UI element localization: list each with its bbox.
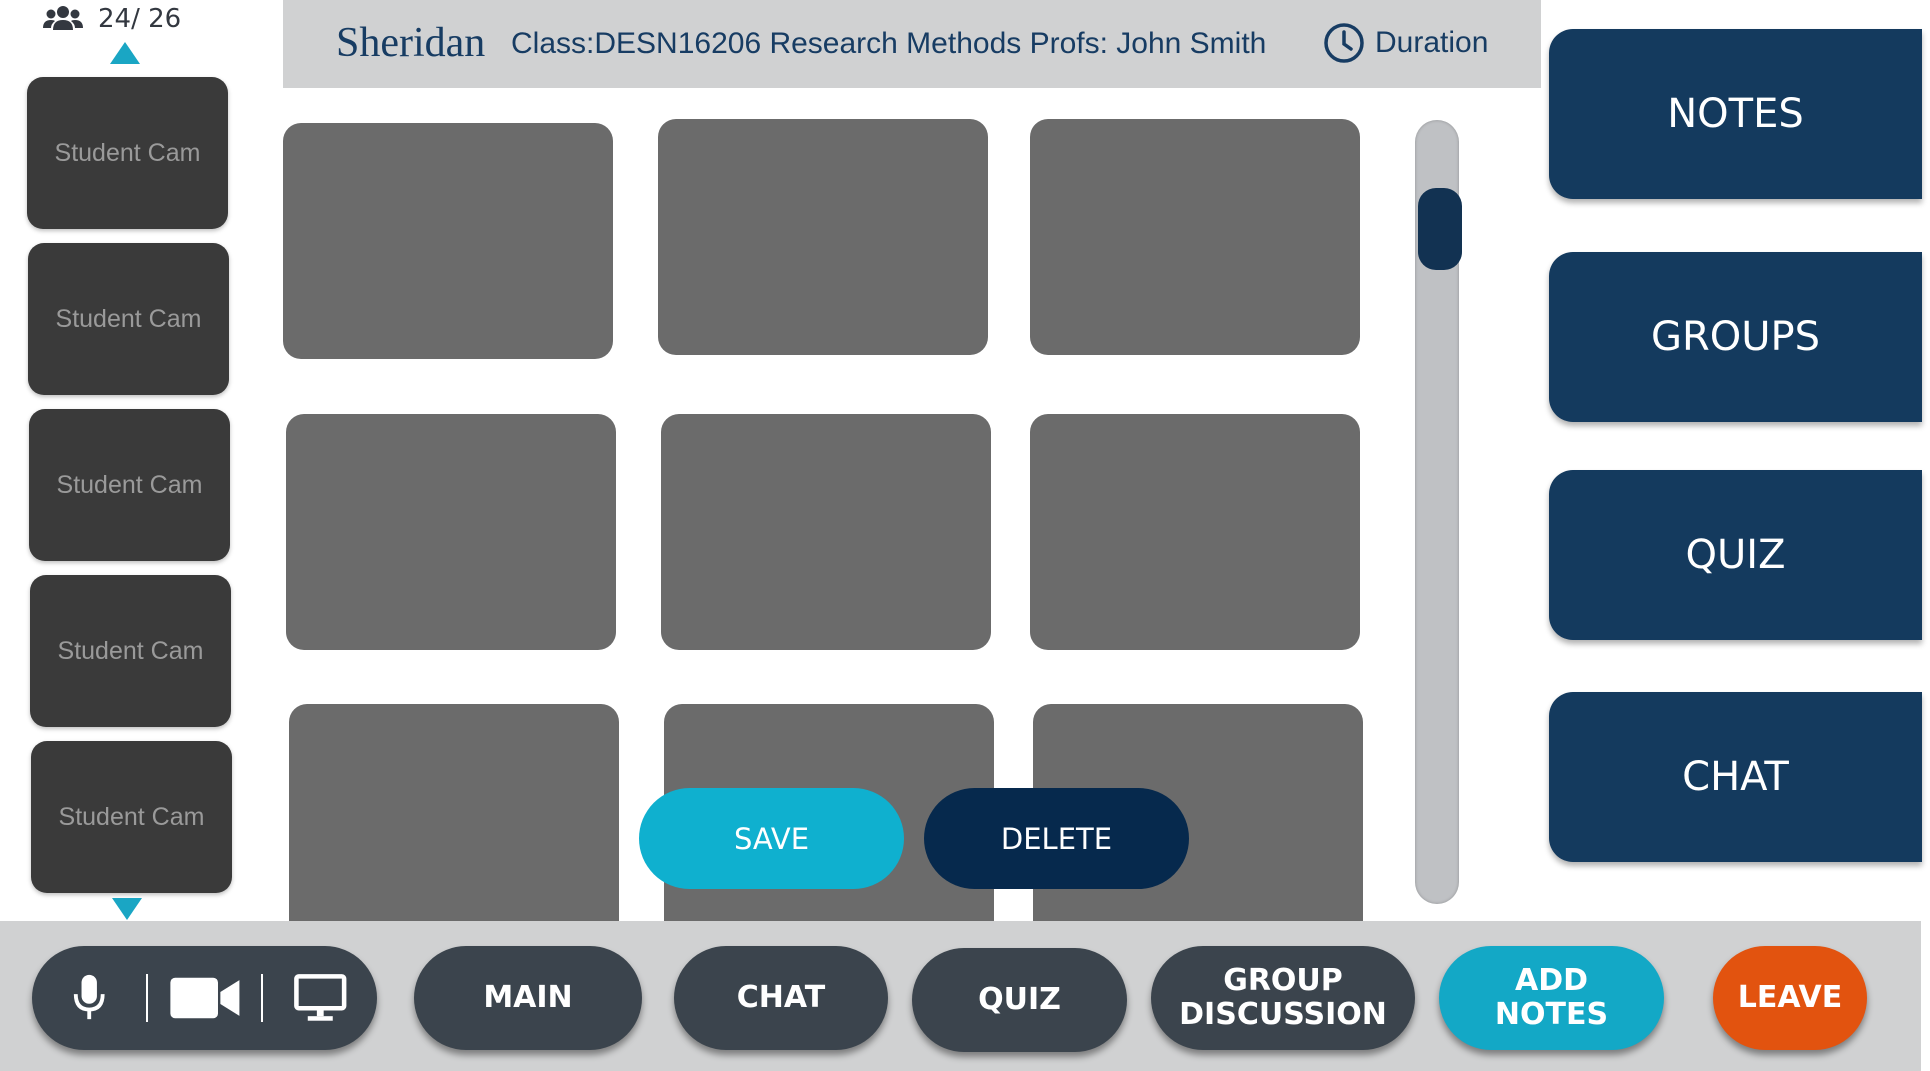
group-discussion-button[interactable]: GROUP DISCUSSION [1151, 946, 1415, 1050]
student-cam-tile[interactable]: Student Cam [31, 741, 232, 893]
quiz-button[interactable]: QUIZ [1549, 470, 1922, 640]
divider [261, 974, 264, 1022]
class-info: Class:DESN16206 Research Methods Profs: … [511, 27, 1267, 60]
video-tile[interactable] [1030, 119, 1360, 355]
microphone-icon [73, 974, 105, 1020]
add-notes-label-line2: NOTES [1494, 997, 1609, 1032]
screen-share-button[interactable] [263, 946, 377, 1050]
participant-counter: 24/ 26 [42, 2, 181, 36]
screen-share-icon [294, 974, 347, 1021]
clock-icon [1324, 23, 1364, 63]
video-tile[interactable] [286, 414, 616, 650]
class-header: Sheridan Class:DESN16206 Research Method… [283, 0, 1541, 88]
participant-count: 24/ 26 [98, 4, 182, 34]
scrollbar-thumb[interactable] [1418, 188, 1462, 270]
add-notes-button[interactable]: ADD NOTES [1439, 946, 1664, 1050]
people-icon [43, 6, 83, 30]
video-tile[interactable] [283, 123, 613, 359]
video-tile[interactable] [1030, 414, 1360, 650]
group-discussion-label-line1: GROUP [1223, 962, 1343, 998]
leave-button[interactable]: LEAVE [1713, 946, 1867, 1050]
scroll-up-icon[interactable] [110, 42, 140, 64]
video-tile[interactable] [661, 414, 991, 650]
student-cam-tile[interactable]: Student Cam [28, 243, 229, 395]
scroll-down-icon[interactable] [112, 898, 142, 920]
save-button[interactable]: SAVE [639, 788, 904, 889]
chat-button[interactable]: CHAT [674, 946, 888, 1050]
brand-logo: Sheridan [336, 20, 486, 66]
delete-button[interactable]: DELETE [924, 788, 1189, 889]
video-tile[interactable] [289, 704, 619, 921]
duration-indicator: Duration [1323, 22, 1488, 64]
groups-button[interactable]: GROUPS [1549, 252, 1922, 422]
group-discussion-label-line2: DISCUSSION [1179, 997, 1387, 1032]
divider [145, 974, 148, 1022]
student-cam-tile[interactable]: Student Cam [29, 409, 230, 561]
add-notes-label-line1: ADD [1514, 962, 1589, 998]
video-tile[interactable] [658, 119, 988, 355]
notes-button[interactable]: NOTES [1549, 29, 1922, 199]
chat-side-button[interactable]: CHAT [1549, 692, 1922, 862]
quiz-bottom-button[interactable]: QUIZ [912, 948, 1127, 1052]
microphone-button[interactable] [32, 946, 146, 1050]
duration-label: Duration [1375, 26, 1489, 59]
camera-icon [169, 977, 240, 1019]
main-button[interactable]: MAIN [414, 946, 642, 1050]
media-controls [32, 946, 377, 1050]
student-cam-tile[interactable]: Student Cam [27, 77, 228, 229]
camera-button[interactable] [148, 946, 262, 1050]
student-cam-tile[interactable]: Student Cam [30, 575, 231, 727]
